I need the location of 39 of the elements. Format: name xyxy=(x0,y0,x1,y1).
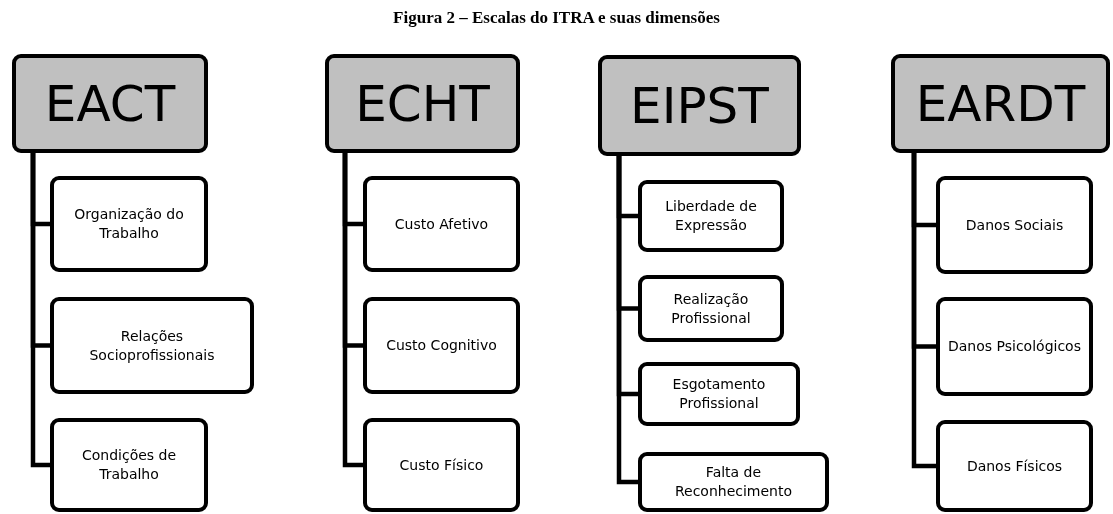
figure-title: Figura 2 – Escalas do ITRA e suas dimensões xyxy=(393,8,720,27)
dimension-label: Custo Afetivo xyxy=(394,214,489,234)
dimension-box xyxy=(638,275,784,342)
dimension-box xyxy=(638,180,784,252)
scale-header-box xyxy=(325,54,520,153)
dimension-box xyxy=(363,297,520,394)
dimension-label: Realização Profissional xyxy=(670,289,752,328)
connector-line xyxy=(30,151,51,468)
dimension-box xyxy=(936,420,1093,512)
dimension-box xyxy=(638,452,829,512)
dimension-label: Condições de Trabalho xyxy=(80,446,178,484)
scale-name: EARDT xyxy=(915,78,1086,129)
dimension-label: Organização do Trabalho xyxy=(73,205,185,243)
dimension-box xyxy=(50,418,208,512)
dimension-label: Falta de Reconhecimento xyxy=(673,463,794,501)
scale-header-box xyxy=(598,55,801,156)
dimension-box xyxy=(363,176,520,272)
dimension-label: Danos Físicos xyxy=(966,456,1063,476)
dimension-label: Custo Cognitivo xyxy=(386,336,497,355)
dimension-box xyxy=(363,418,520,512)
dimension-label: Esgotamento Profissional xyxy=(671,375,767,413)
scale-name: EACT xyxy=(44,78,176,129)
dimension-box xyxy=(936,297,1093,396)
dimension-label: Danos Psicológicos xyxy=(948,337,1081,356)
dimension-label: Relações Socioprofissionais xyxy=(88,326,216,365)
dimension-box xyxy=(638,362,800,426)
dimension-label: Danos Sociais xyxy=(965,215,1064,235)
connector-line xyxy=(342,151,364,468)
scale-name: ECHT xyxy=(355,78,490,129)
scale-name: EIPST xyxy=(630,80,769,131)
connector-line xyxy=(911,151,937,469)
dimension-label: Liberdade de Expressão xyxy=(664,197,758,235)
dimension-box xyxy=(50,176,208,272)
scale-header-box xyxy=(891,54,1110,153)
dimension-label: Custo Físico xyxy=(399,455,484,475)
dimension-box xyxy=(936,176,1093,274)
connector-line xyxy=(616,154,639,485)
scale-header-box xyxy=(12,54,208,153)
dimension-box xyxy=(50,297,254,394)
